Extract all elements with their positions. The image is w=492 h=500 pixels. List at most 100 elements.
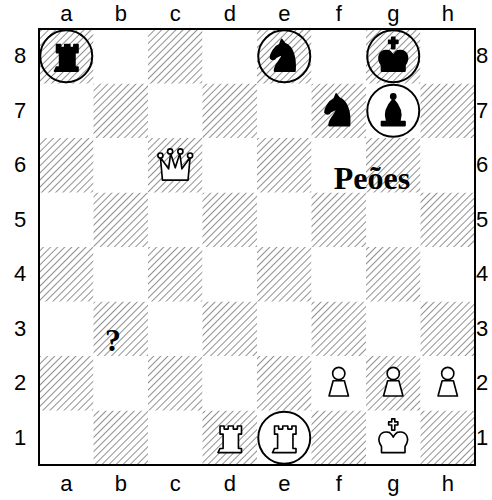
board-square bbox=[312, 302, 367, 357]
highlight-ring bbox=[40, 30, 92, 82]
piece-body bbox=[218, 426, 242, 453]
board-square bbox=[421, 356, 476, 411]
board-square bbox=[312, 29, 367, 84]
board-square bbox=[366, 193, 421, 248]
piece-part bbox=[387, 367, 399, 379]
piece-part bbox=[178, 149, 183, 154]
black-piece bbox=[381, 94, 405, 126]
annotation-text: ? bbox=[105, 324, 121, 356]
coordinate-label: f bbox=[336, 473, 342, 495]
coordinate-label: g bbox=[387, 3, 399, 25]
board-square bbox=[148, 356, 203, 411]
board-square bbox=[94, 411, 149, 466]
coordinate-label: c bbox=[170, 3, 181, 25]
coordinate-label: f bbox=[336, 3, 342, 25]
piece-part bbox=[188, 153, 193, 158]
white-piece bbox=[438, 367, 457, 396]
board-square bbox=[257, 411, 312, 466]
white-piece bbox=[384, 367, 403, 396]
board-square bbox=[148, 138, 203, 193]
black-piece bbox=[270, 39, 295, 71]
board-square bbox=[257, 302, 312, 357]
black-piece bbox=[379, 37, 408, 71]
coordinate-label: 1 bbox=[14, 427, 26, 449]
piece-body bbox=[379, 419, 408, 453]
piece-body bbox=[54, 44, 78, 71]
coordinate-label: 4 bbox=[476, 263, 488, 285]
board-square bbox=[257, 356, 312, 411]
board-square bbox=[94, 138, 149, 193]
board-square bbox=[257, 29, 312, 84]
board-square bbox=[94, 356, 149, 411]
white-piece bbox=[379, 419, 408, 453]
board-square bbox=[366, 29, 421, 84]
piece-body bbox=[381, 99, 405, 126]
board-square bbox=[203, 356, 258, 411]
board-square bbox=[203, 193, 258, 248]
board-square bbox=[94, 193, 149, 248]
coordinate-label: 2 bbox=[476, 372, 488, 394]
board-square bbox=[421, 193, 476, 248]
coordinate-label: 7 bbox=[476, 100, 488, 122]
white-piece bbox=[329, 367, 348, 396]
coordinate-label: 8 bbox=[14, 45, 26, 67]
white-piece bbox=[272, 426, 296, 453]
board-square bbox=[257, 84, 312, 139]
board-square bbox=[421, 84, 476, 139]
board-square bbox=[312, 193, 367, 248]
board-square bbox=[94, 247, 149, 302]
board-square bbox=[148, 411, 203, 466]
board-square bbox=[421, 302, 476, 357]
board-square bbox=[39, 302, 94, 357]
piece-body bbox=[272, 426, 296, 453]
board-square bbox=[203, 29, 258, 84]
board-square bbox=[203, 411, 258, 466]
coordinate-label: e bbox=[278, 473, 290, 495]
board-square bbox=[257, 247, 312, 302]
piece-body bbox=[384, 381, 403, 396]
piece-body bbox=[325, 94, 350, 126]
coordinate-label: g bbox=[387, 473, 399, 495]
board-square bbox=[148, 302, 203, 357]
coordinate-label: 6 bbox=[14, 154, 26, 176]
board-square bbox=[421, 411, 476, 466]
piece-body bbox=[270, 39, 295, 71]
board-square bbox=[148, 193, 203, 248]
piece-part bbox=[442, 367, 454, 379]
board-square bbox=[94, 29, 149, 84]
coordinate-label: 5 bbox=[476, 209, 488, 231]
board-square bbox=[203, 302, 258, 357]
coordinate-label: a bbox=[60, 3, 72, 25]
piece-body bbox=[329, 381, 348, 396]
board-square bbox=[39, 138, 94, 193]
board-square bbox=[421, 138, 476, 193]
board-square bbox=[312, 84, 367, 139]
coordinate-label: 3 bbox=[14, 318, 26, 340]
board-square bbox=[312, 356, 367, 411]
board-square bbox=[148, 84, 203, 139]
white-piece bbox=[158, 149, 193, 180]
highlight-ring bbox=[258, 30, 310, 82]
coordinate-label: d bbox=[224, 3, 236, 25]
board-square bbox=[203, 138, 258, 193]
coordinate-label: b bbox=[115, 473, 127, 495]
board-square bbox=[94, 302, 149, 357]
board-square bbox=[312, 411, 367, 466]
board-square bbox=[312, 247, 367, 302]
coordinate-label: e bbox=[278, 3, 290, 25]
white-piece bbox=[218, 426, 242, 453]
coordinate-label: 5 bbox=[14, 209, 26, 231]
coordinate-label: 8 bbox=[476, 45, 488, 67]
board-square bbox=[366, 302, 421, 357]
coordinate-label: 4 bbox=[14, 263, 26, 285]
board-square bbox=[366, 84, 421, 139]
board-square bbox=[39, 84, 94, 139]
annotation-text: Peões bbox=[334, 162, 410, 194]
board-square bbox=[257, 193, 312, 248]
coordinate-label: 7 bbox=[14, 100, 26, 122]
board-square bbox=[148, 247, 203, 302]
board-square bbox=[366, 411, 421, 466]
coordinate-label: h bbox=[442, 473, 454, 495]
highlight-ring bbox=[367, 30, 419, 82]
